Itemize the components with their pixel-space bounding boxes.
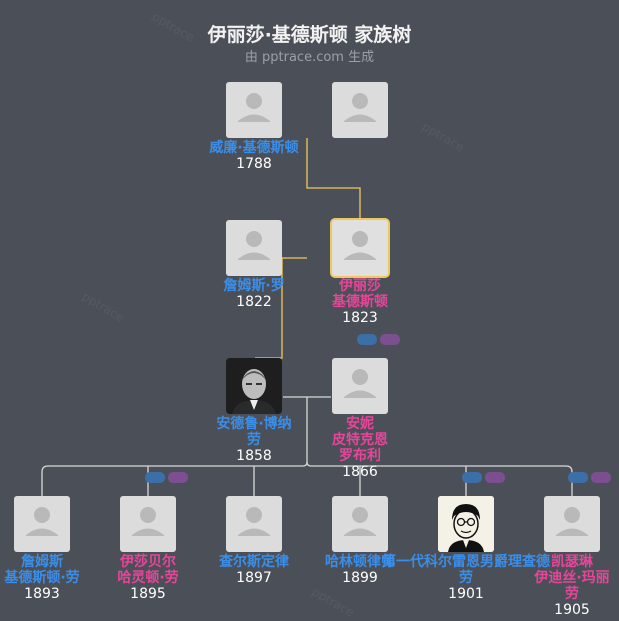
relation-tags[interactable] bbox=[462, 472, 505, 483]
person-catherine[interactable]: 凯瑟琳 伊迪丝·玛丽 劳 1905 bbox=[516, 496, 619, 618]
person-year: 1901 bbox=[448, 586, 484, 602]
person-name[interactable]: 安德鲁·博纳 劳 bbox=[216, 416, 292, 448]
person-name[interactable]: 詹姆斯·罗 bbox=[223, 278, 285, 294]
person-harrington[interactable]: 哈林顿律师 1899 bbox=[304, 496, 416, 586]
line-william-eliza bbox=[306, 138, 361, 219]
avatar-placeholder-icon[interactable] bbox=[332, 358, 388, 414]
avatar-placeholder-icon[interactable] bbox=[226, 82, 282, 138]
avatar-placeholder-icon[interactable] bbox=[332, 496, 388, 552]
relation-tags[interactable] bbox=[568, 472, 611, 483]
avatar-placeholder-icon[interactable] bbox=[332, 220, 388, 276]
person-unknown[interactable] bbox=[304, 82, 416, 138]
person-name[interactable]: 伊莎贝尔 哈灵顿·劳 bbox=[117, 554, 179, 586]
page-title: 伊丽莎·基德斯顿 家族树 bbox=[207, 24, 412, 46]
tag-purple[interactable] bbox=[591, 472, 611, 483]
relation-tags[interactable] bbox=[357, 334, 400, 345]
relation-tags[interactable] bbox=[145, 472, 188, 483]
person-annie[interactable]: 安妮 皮特克恩 罗布利 1866 bbox=[304, 358, 416, 480]
person-richard[interactable]: 第一代科尔雷恩男爵理查德 劳 1901 bbox=[365, 496, 567, 602]
tag-purple[interactable] bbox=[380, 334, 400, 345]
person-year: 1823 bbox=[342, 310, 378, 326]
person-james-rowe[interactable]: 詹姆斯·罗 1822 bbox=[198, 220, 310, 310]
avatar-placeholder-icon[interactable] bbox=[14, 496, 70, 552]
avatar-placeholder-icon[interactable] bbox=[120, 496, 176, 552]
person-year: 1858 bbox=[236, 448, 272, 464]
person-william[interactable]: 威廉·基德斯顿 1788 bbox=[198, 82, 310, 172]
person-james-kidston[interactable]: 詹姆斯 基德斯顿·劳 1893 bbox=[0, 496, 98, 602]
page-subtitle: 由 pptrace.com 生成 bbox=[244, 50, 375, 65]
portrait-cartoon[interactable] bbox=[438, 496, 494, 552]
person-name[interactable]: 哈林顿律师 bbox=[325, 554, 395, 570]
person-name[interactable]: 伊丽莎 基德斯顿 bbox=[332, 278, 388, 310]
avatar-placeholder-icon[interactable] bbox=[226, 220, 282, 276]
avatar-placeholder-icon[interactable] bbox=[226, 496, 282, 552]
tag-blue[interactable] bbox=[145, 472, 165, 483]
person-name[interactable]: 第一代科尔雷恩男爵理查德 劳 bbox=[382, 554, 550, 586]
person-name[interactable]: 安妮 皮特克恩 罗布利 bbox=[332, 416, 388, 464]
person-year: 1899 bbox=[342, 570, 378, 586]
person-name[interactable]: 查尔斯定律 bbox=[219, 554, 289, 570]
tag-purple[interactable] bbox=[485, 472, 505, 483]
person-year: 1788 bbox=[236, 156, 272, 172]
person-year: 1866 bbox=[342, 464, 378, 480]
line-children-right bbox=[306, 461, 573, 496]
person-year: 1895 bbox=[130, 586, 166, 602]
person-year: 1822 bbox=[236, 294, 272, 310]
person-year: 1893 bbox=[24, 586, 60, 602]
tag-blue[interactable] bbox=[568, 472, 588, 483]
person-name[interactable]: 凯瑟琳 伊迪丝·玛丽 劳 bbox=[534, 554, 610, 602]
person-andrew[interactable]: 安德鲁·博纳 劳 1858 bbox=[198, 358, 310, 464]
tag-blue[interactable] bbox=[462, 472, 482, 483]
person-year: 1897 bbox=[236, 570, 272, 586]
person-name[interactable]: 威廉·基德斯顿 bbox=[209, 140, 299, 156]
avatar-placeholder-icon[interactable] bbox=[544, 496, 600, 552]
tag-purple[interactable] bbox=[168, 472, 188, 483]
avatar-placeholder-icon[interactable] bbox=[332, 82, 388, 138]
portrait-photo[interactable] bbox=[226, 358, 282, 414]
person-name[interactable]: 詹姆斯 基德斯顿·劳 bbox=[4, 554, 80, 586]
person-charles[interactable]: 查尔斯定律 1897 bbox=[198, 496, 310, 586]
person-year: 1905 bbox=[554, 602, 590, 618]
line-children-left bbox=[41, 461, 308, 496]
person-isabel[interactable]: 伊莎贝尔 哈灵顿·劳 1895 bbox=[92, 496, 204, 602]
tag-blue[interactable] bbox=[357, 334, 377, 345]
person-eliza[interactable]: 伊丽莎 基德斯顿 1823 bbox=[304, 220, 416, 326]
